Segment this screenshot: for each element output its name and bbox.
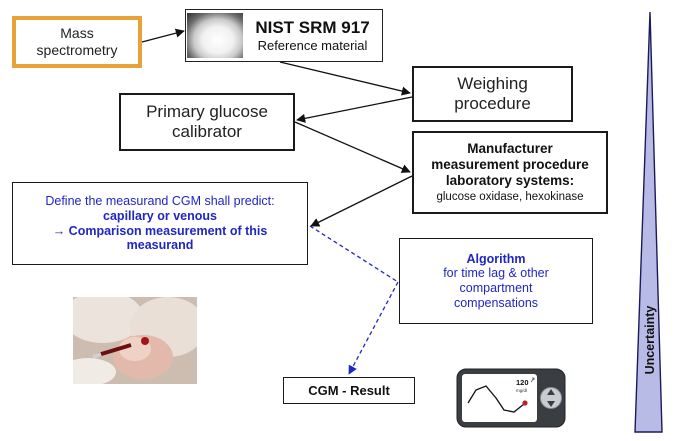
- define-line3: → Comparison measurement of this: [52, 223, 268, 238]
- nist-reference-box: NIST SRM 917 Reference material: [185, 9, 383, 62]
- arrow-mass-to-nist: [141, 28, 185, 43]
- nist-title: NIST SRM 917: [255, 17, 370, 37]
- algorithm-line3: compartment: [459, 281, 533, 295]
- powder-image: [187, 13, 243, 58]
- finger-prick-photo: [73, 297, 197, 384]
- arrow-manufacturer-to-define: [310, 175, 413, 227]
- primary-line1: Primary glucose: [146, 101, 268, 121]
- algorithm-line2: for time lag & other: [443, 266, 549, 281]
- mass-spec-line2: spectrometry: [36, 42, 118, 58]
- dashed-define-to-algorithm: [309, 225, 399, 283]
- manufacturer-line1: Manufacturer: [467, 140, 553, 156]
- weighing-procedure-box: Weighing procedure: [412, 66, 573, 122]
- primary-line2: calibrator: [172, 122, 242, 141]
- cgm-result-label: CGM - Result: [308, 382, 390, 398]
- cgm-result-box: CGM - Result: [283, 377, 415, 404]
- manufacturer-line4: glucose oxidase, hexokinase: [436, 190, 584, 203]
- define-line4: measurand: [126, 238, 194, 253]
- cgm-device-icon: 120 mg/dl: [456, 368, 566, 428]
- define-measurand-box: Define the measurand CGM shall predict: …: [12, 182, 308, 265]
- manufacturer-line3: laboratory systems:: [445, 172, 575, 188]
- dashed-algorithm-to-cgm: [348, 281, 399, 375]
- manufacturer-line2: measurement procedure: [431, 156, 589, 172]
- algorithm-line1: Algorithm: [466, 251, 526, 266]
- primary-calibrator-box: Primary glucose calibrator: [119, 93, 295, 151]
- arrow-primary-to-manufacturer: [294, 121, 411, 173]
- algorithm-box: Algorithm for time lag & other compartme…: [399, 238, 593, 324]
- device-reading: 120: [516, 378, 529, 387]
- uncertainty-wedge: [634, 11, 663, 433]
- weighing-line2: procedure: [454, 94, 531, 113]
- arrow-weighing-to-primary: [296, 96, 413, 123]
- manufacturer-procedure-box: Manufacturer measurement procedure labor…: [412, 131, 608, 214]
- algorithm-line4: compensations: [453, 295, 539, 310]
- define-line2: capillary or venous: [103, 208, 217, 223]
- nist-subtitle: Reference material: [257, 37, 368, 53]
- weighing-line1: Weighing: [457, 73, 528, 93]
- mass-spectrometry-box: Mass spectrometry: [12, 16, 142, 68]
- uncertainty-label: Uncertainty: [643, 305, 657, 375]
- device-unit: mg/dl: [516, 388, 527, 393]
- mass-spec-line1: Mass: [60, 25, 94, 42]
- define-line1: Define the measurand CGM shall predict:: [45, 194, 275, 208]
- arrow-nist-to-weighing: [279, 61, 411, 96]
